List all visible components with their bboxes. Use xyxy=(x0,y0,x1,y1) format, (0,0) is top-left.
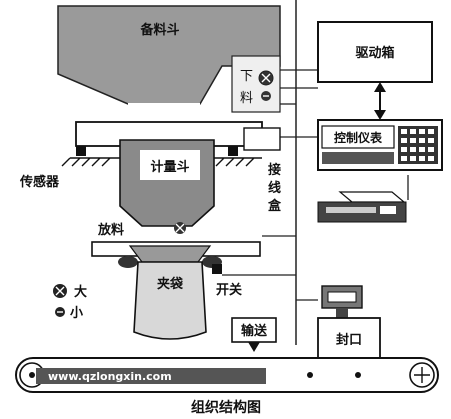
switch-label: 开关 xyxy=(216,282,242,298)
clamp-left-jaw xyxy=(118,256,138,268)
sealer-box xyxy=(317,317,381,359)
bag xyxy=(133,261,207,340)
clamp-funnel xyxy=(128,245,212,263)
controller-label: 控制仪表 xyxy=(334,130,383,145)
conveyor-feed-box xyxy=(231,317,277,343)
legend-big-cross xyxy=(55,286,65,296)
sensor-right-block xyxy=(228,146,238,156)
conveyor-feed-arrow-icon xyxy=(248,342,260,352)
arrow-up-icon xyxy=(374,82,386,92)
diagram-title: 组织结构图 xyxy=(191,399,261,416)
weigh-hopper-label-bg xyxy=(140,150,200,180)
sensor-label: 传感器 xyxy=(19,174,60,190)
feed-label-bottom: 料 xyxy=(240,91,253,106)
weigh-hopper-label: 计量斗 xyxy=(150,159,189,175)
discharge-valve-cross xyxy=(175,223,185,233)
junction-label-2: 线 xyxy=(268,180,281,196)
watermark-text: www.qzlongxin.com xyxy=(48,370,172,383)
legend-big-label: 大 xyxy=(74,284,87,300)
conveyor-left-axle xyxy=(29,372,35,378)
feed-large-valve-cross xyxy=(261,73,271,83)
arrow-down-icon xyxy=(374,110,386,120)
junction-box xyxy=(243,127,281,151)
sealer-head xyxy=(321,285,363,318)
bag-label: 夹袋 xyxy=(157,276,184,292)
feed-valve-box xyxy=(231,55,281,113)
storage-hopper xyxy=(57,5,281,105)
drive-box-label: 驱动箱 xyxy=(355,45,394,61)
controller-base-strip xyxy=(322,152,394,164)
discharge-label: 放料 xyxy=(97,222,124,238)
legend-small-label: 小 xyxy=(70,306,83,321)
junction-label-1: 接 xyxy=(268,162,281,178)
drive-box xyxy=(317,21,433,83)
sealer-label: 封口 xyxy=(336,332,362,348)
conveyor-feed-label: 输送 xyxy=(241,323,268,339)
storage-hopper-label: 备料斗 xyxy=(139,22,179,38)
controller-display xyxy=(321,125,395,149)
feed-label-top: 下 xyxy=(240,69,253,84)
sensor-left-hatch xyxy=(61,157,120,167)
conveyor-right-axle xyxy=(414,367,430,383)
switch-block xyxy=(212,264,222,274)
watermark-band xyxy=(36,368,266,384)
printer-icon xyxy=(317,191,407,223)
junction-label-3: 盒 xyxy=(268,198,282,214)
controller-keypad xyxy=(398,126,438,164)
sensor-left-block xyxy=(76,146,86,156)
